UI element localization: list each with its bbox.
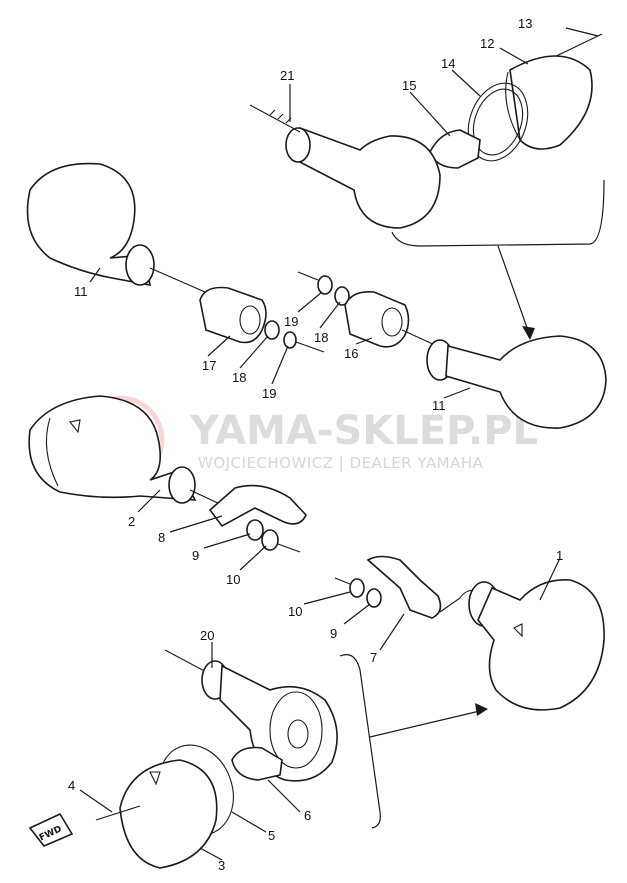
callout-14: 14: [441, 56, 455, 71]
callout-16: 16: [344, 346, 358, 361]
callout-19-upper: 19: [284, 314, 298, 329]
bolt-left-upper: [149, 267, 206, 293]
callout-9-right: 9: [330, 626, 337, 641]
spacer-16: [344, 290, 410, 348]
callout-19-lower: 19: [262, 386, 276, 401]
bulb-6: [231, 746, 283, 781]
group-bracket-top: [391, 179, 605, 247]
leader-lines: [79, 27, 599, 861]
spacer-17: [199, 286, 267, 344]
flange-top: [285, 127, 311, 163]
fwd-direction-badge: FWD: [28, 812, 74, 847]
callout-10-left: 10: [226, 572, 240, 587]
callout-11-left: 11: [74, 284, 88, 299]
callout-2: 2: [128, 514, 135, 529]
callout-17: 17: [202, 358, 216, 373]
callout-5: 5: [268, 828, 275, 843]
callout-7: 7: [370, 650, 377, 665]
top-lens-assembly: [249, 33, 603, 229]
callout-15: 15: [402, 78, 416, 93]
bottom-lamp-assembly: [95, 649, 338, 869]
assembly-arrow-bottom: [369, 709, 485, 738]
bulb-15: [429, 129, 481, 169]
watermark-brand: YAMA-SKLEP.PL: [189, 408, 538, 454]
lens-3: [119, 759, 218, 869]
lamp-1: [334, 555, 605, 711]
group-bracket-bottom: [339, 654, 381, 829]
assembly-arrow-top: [497, 245, 531, 337]
washer-9-right: [366, 588, 382, 608]
screw-4: [95, 805, 141, 821]
callout-18-upper: 18: [314, 330, 328, 345]
washer-9-left: [246, 519, 264, 541]
bracket-8: [208, 484, 307, 528]
callout-21: 21: [280, 68, 294, 83]
lens-cap-12: [509, 55, 593, 150]
callout-8: 8: [158, 530, 165, 545]
housing-body-top: [295, 126, 441, 229]
washer-18-left: [264, 320, 280, 340]
callout-labels: 13 12 21 14 15 11 19 18 16 17 18 19 11 2…: [68, 16, 563, 873]
gasket-ring-14: [467, 82, 529, 162]
callout-13: 13: [518, 16, 532, 31]
callout-11-right: 11: [432, 398, 446, 413]
lamp-11-left: [26, 162, 325, 353]
lamp-2: [28, 395, 307, 553]
stem-20: [164, 649, 211, 675]
callout-6: 6: [304, 808, 311, 823]
nut-10-left: [261, 529, 279, 551]
callout-4: 4: [68, 778, 75, 793]
callout-20: 20: [200, 628, 214, 643]
callout-18-lower: 18: [232, 370, 246, 385]
callout-9-left: 9: [192, 548, 199, 563]
bracket-7: [366, 555, 442, 619]
stem-21: [249, 104, 301, 133]
callout-1: 1: [556, 548, 563, 563]
lamp-11-right: [297, 271, 607, 429]
callout-12: 12: [480, 36, 494, 51]
nut-10-right: [349, 578, 365, 598]
nut-19-left: [283, 331, 297, 349]
callout-3: 3: [218, 858, 225, 873]
callout-10-right: 10: [288, 604, 302, 619]
washer-18-right: [334, 286, 350, 306]
nut-19-right: [317, 275, 333, 295]
watermark-subtitle: WOJCIECHOWICZ | DEALER YAMAHA: [198, 454, 484, 472]
